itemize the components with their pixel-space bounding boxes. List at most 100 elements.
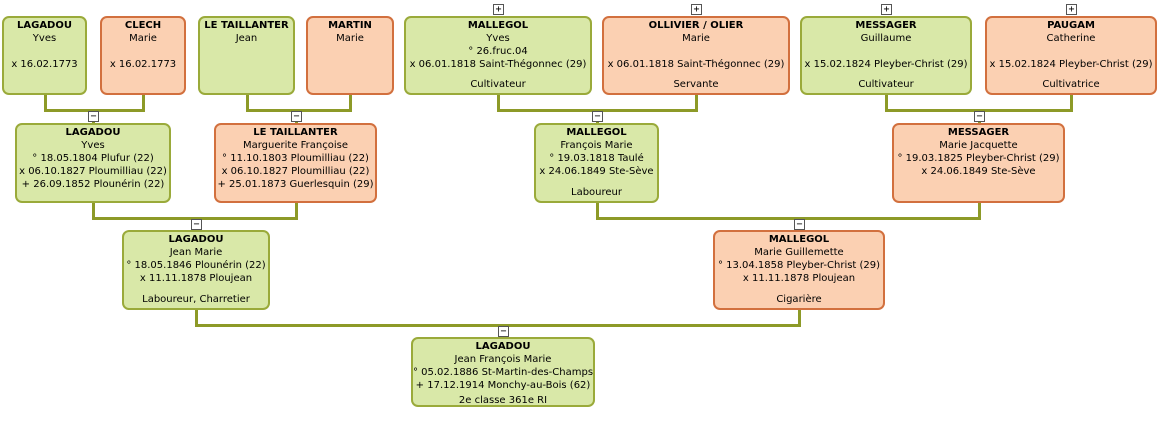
collapse-toggle-p15[interactable]: − (498, 326, 509, 337)
person-card-lagadou-p13[interactable]: LAGADOU Jean Marie ° 18.05.1846 Plounérin … (122, 230, 270, 310)
person-given-name: Jean Marie (169, 247, 223, 258)
connector-father-5 (596, 203, 599, 219)
connector-mother-0 (142, 95, 145, 111)
expand-ancestors-toggle-p7[interactable]: + (881, 4, 892, 15)
person-surname: LAGADOU (65, 127, 121, 138)
person-given-name: Jean François Marie (454, 354, 552, 365)
connector-mother-1 (349, 95, 352, 111)
connector-father-1 (246, 95, 249, 111)
person-card-mallegol-p14[interactable]: MALLEGOL Marie Guillemette ° 13.04.1858 Pl… (713, 230, 885, 310)
person-given-name: François Marie (560, 140, 633, 151)
person-event-line: x 16.02.1773 (109, 59, 177, 70)
person-given-name: Marie (129, 33, 157, 44)
person-card-messager-p7[interactable]: MESSAGER Guillaume x 15.02.1824 Pleyber-Ch… (800, 16, 972, 95)
person-card-lagadou-p9[interactable]: LAGADOU Yves ° 18.05.1804 Plufur (22) x 06.… (15, 123, 171, 203)
collapse-toggle-p14[interactable]: − (794, 219, 805, 230)
person-surname: CLECH (124, 20, 162, 31)
person-card-clech-p2[interactable]: CLECH Marie x 16.02.1773 (100, 16, 186, 95)
person-surname: LAGADOU (168, 234, 224, 245)
connector-mother-3 (1070, 95, 1073, 111)
connector-couple-bar-5 (596, 217, 981, 220)
person-event-line: x 11.11.1878 Ploujean (139, 273, 253, 284)
connector-mother-4 (295, 203, 298, 219)
person-given-name: Marie (336, 33, 364, 44)
person-event-line: x 15.02.1824 Pleyber-Christ (29) (804, 59, 968, 70)
connector-father-6 (195, 310, 198, 326)
collapse-toggle-p9[interactable]: − (88, 111, 99, 122)
person-event-line: + 26.09.1852 Plounérin (22) (21, 179, 165, 190)
person-card-mallegol-p5[interactable]: MALLEGOL Yves ° 26.fruc.04 x 06.01.1818 Sai… (404, 16, 592, 95)
expand-ancestors-toggle-p6[interactable]: + (691, 4, 702, 15)
person-occupation: Laboureur (571, 187, 622, 198)
person-given-name: Catherine (1046, 33, 1096, 44)
person-event-line: x 24.06.1849 Ste-Sève (539, 166, 654, 177)
person-surname: MALLEGOL (467, 20, 529, 31)
person-surname: MESSAGER (855, 20, 917, 31)
person-event-line: x 24.06.1849 Ste-Sève (921, 166, 1036, 177)
person-event-line: + 25.01.1873 Guerlesquin (29) (217, 179, 374, 190)
person-event-line: ° 26.fruc.04 (468, 46, 528, 57)
connector-father-3 (885, 95, 888, 111)
person-given-name: Marie Guillemette (754, 247, 844, 258)
person-given-name: Marie (682, 33, 710, 44)
person-event-line: x 11.11.1878 Ploujean (742, 273, 856, 284)
collapse-toggle-p13[interactable]: − (191, 219, 202, 230)
person-given-name: Jean (235, 33, 258, 44)
collapse-toggle-p11[interactable]: − (592, 111, 603, 122)
person-event-line: x 06.10.1827 Ploumilliau (22) (19, 166, 167, 177)
person-surname: LAGADOU (475, 341, 531, 352)
person-occupation: Cultivatrice (1042, 79, 1100, 90)
person-surname: OLLIVIER / OLIER (648, 20, 744, 31)
connector-couple-bar-1 (246, 109, 352, 112)
connector-father-2 (497, 95, 500, 111)
connector-mother-6 (798, 310, 801, 326)
person-occupation: Cigarière (776, 294, 822, 305)
person-given-name: Yves (486, 33, 510, 44)
person-event-line: x 06.01.1818 Saint-Thégonnec (29) (409, 59, 587, 70)
person-event-line: ° 11.10.1803 Ploumilliau (22) (222, 153, 369, 164)
person-card-lagadou-p15[interactable]: LAGADOU Jean François Marie ° 05.02.1886 S… (411, 337, 595, 407)
person-card-ollivier-olier-p6[interactable]: OLLIVIER / OLIER Marie x 06.01.1818 Saint-… (602, 16, 790, 95)
person-occupation: Servante (673, 79, 719, 90)
connector-father-4 (92, 203, 95, 219)
person-occupation: Laboureur, Charretier (142, 294, 250, 305)
person-event-line: ° 18.05.1804 Plufur (22) (32, 153, 154, 164)
connector-mother-2 (695, 95, 698, 111)
person-card-paugam-p8[interactable]: PAUGAM Catherine x 15.02.1824 Pleyber-Chri… (985, 16, 1157, 95)
person-surname: PAUGAM (1047, 20, 1095, 31)
connector-father-0 (44, 95, 47, 111)
person-given-name: Guillaume (860, 33, 912, 44)
person-surname: MALLEGOL (768, 234, 830, 245)
person-event-line: ° 13.04.1858 Pleyber-Christ (29) (717, 260, 881, 271)
person-event-line: ° 18.05.1846 Plounérin (22) (126, 260, 266, 271)
person-event-line: ° 19.03.1818 Taulé (549, 153, 644, 164)
person-given-name: Yves (81, 140, 105, 151)
expand-ancestors-toggle-p8[interactable]: + (1066, 4, 1077, 15)
expand-ancestors-toggle-p5[interactable]: + (493, 4, 504, 15)
person-event-line: x 16.02.1773 (11, 59, 78, 70)
person-event-line: ° 05.02.1886 St-Martin-des-Champs (412, 367, 594, 378)
person-event-line: x 06.10.1827 Ploumilliau (22) (221, 166, 370, 177)
connector-mother-5 (978, 203, 981, 219)
person-given-name: Marie Jacquette (939, 140, 1018, 151)
person-occupation: Cultivateur (470, 79, 526, 90)
person-given-name: Yves (32, 33, 57, 44)
person-given-name: Marguerite Françoise (242, 140, 349, 151)
person-surname: MESSAGER (947, 127, 1010, 138)
person-event-line: x 15.02.1824 Pleyber-Christ (29) (989, 59, 1153, 70)
collapse-toggle-p10[interactable]: − (291, 111, 302, 122)
person-event-line: + 17.12.1914 Monchy-au-Bois (62) (415, 380, 591, 391)
collapse-toggle-p12[interactable]: − (974, 111, 985, 122)
person-occupation: Cultivateur (858, 79, 914, 90)
person-event-line: ° 19.03.1825 Pleyber-Christ (29) (897, 153, 1060, 164)
person-event-line: x 06.01.1818 Saint-Thégonnec (29) (607, 59, 785, 70)
connector-couple-bar-6 (195, 324, 801, 327)
person-card-messager-p12[interactable]: MESSAGER Marie Jacquette ° 19.03.1825 Pley… (892, 123, 1065, 203)
person-card-martin-p4[interactable]: MARTIN Marie (306, 16, 394, 95)
person-surname: MARTIN (328, 20, 372, 31)
